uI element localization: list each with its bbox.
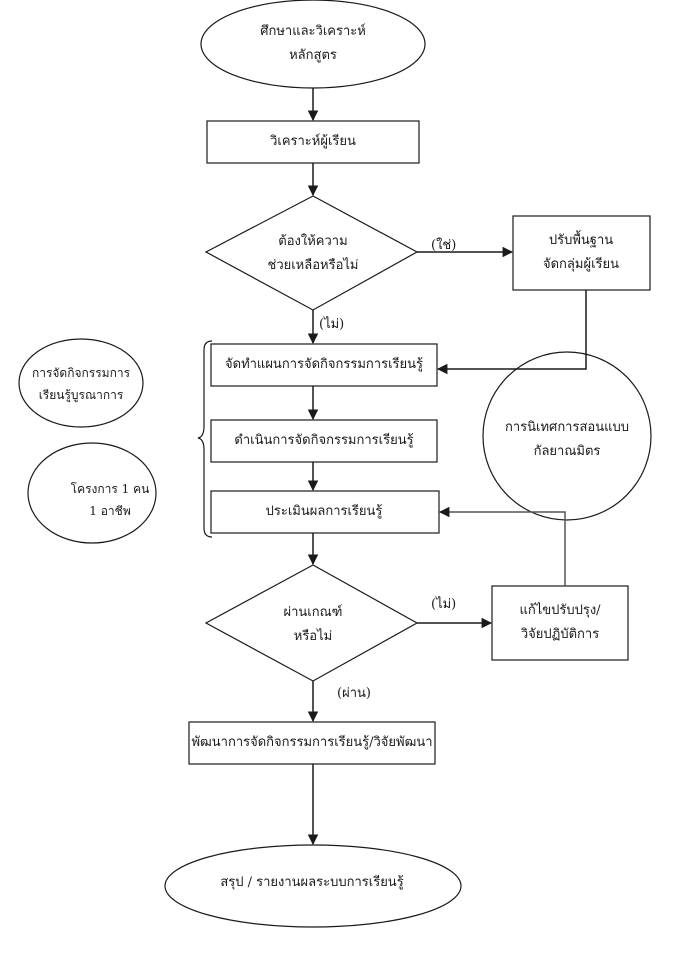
one-person-one-career-label: โครงการ 1 คน 1 อาชีพ <box>71 478 150 522</box>
end-text: สรุป / รายงานผลระบบการเรียนรู้ <box>220 875 404 890</box>
need-help-line-2: ช่วยเหลือหรือไม่ <box>267 258 359 273</box>
remedial-label: ปรับพื้นฐาน จัดกลุ่มผู้เรียน <box>543 229 619 277</box>
plan-text: จัดทำแผนการจัดกิจกรรมการเรียนรู้ <box>225 357 423 372</box>
develop-text: พัฒนาการจัดกิจกรรมการเรียนรู้/วิจัยพัฒนา <box>191 735 433 750</box>
plan-box <box>210 343 438 387</box>
implement-label: ดำเนินการจัดกิจกรรมการเรียนรู้ <box>234 429 413 453</box>
integrated-line-1: การจัดกิจกรรมการ <box>31 366 131 380</box>
remedial-line-1: ปรับพื้นฐาน <box>548 233 614 248</box>
supervision-line-1: การนิเทศการสอนแบบ <box>505 420 629 435</box>
pass-decision-label: ผ่านเกณฑ์ หรือไม่ <box>284 601 343 649</box>
analyze-learners-text: วิเคราะห์ผู้เรียน <box>270 134 356 149</box>
end-label: สรุป / รายงานผลระบบการเรียนรู้ <box>220 871 403 895</box>
analyze-learners-box <box>206 120 420 164</box>
analyze-learners-label: วิเคราะห์ผู้เรียน <box>270 130 356 154</box>
supervision-line-2: กัลยาณมิตร <box>533 444 601 459</box>
edge-label-no-help: (ไม่) <box>319 317 345 332</box>
improve-box <box>491 585 629 661</box>
remedial-box <box>512 215 651 291</box>
improve-line-2: วิจัยปฏิบัติการ <box>520 627 600 642</box>
remedial-line-2: จัดกลุ่มผู้เรียน <box>542 257 620 272</box>
implement-box <box>210 419 438 463</box>
edge-label-yes: (ใช่) <box>431 238 457 253</box>
implement-text: ดำเนินการจัดกิจกรรมการเรียนรู้ <box>234 433 414 448</box>
integrated-line-2: เรียนรู้บูรณาการ <box>38 388 124 402</box>
evaluate-text: ประเมินผลการเรียนรู้ <box>265 504 383 519</box>
one-person-line-1: โครงการ 1 คน <box>70 482 150 496</box>
pass-decision-line-1: ผ่านเกณฑ์ <box>283 605 343 620</box>
evaluate-label: ประเมินผลการเรียนรู้ <box>266 500 383 524</box>
improve-label: แก้ไขปรับปรุง/ วิจัยปฏิบัติการ <box>519 599 600 647</box>
start-label-line-1: ศึกษาและวิเคราะห์ <box>260 24 366 39</box>
develop-label: พัฒนาการจัดกิจกรรมการเรียนรู้/วิจัยพัฒนา <box>191 731 432 755</box>
start-label-line-2: หลักสูตร <box>289 48 337 63</box>
improve-line-1: แก้ไขปรับปรุง/ <box>519 603 601 618</box>
plan-label: จัดทำแผนการจัดกิจกรรมการเรียนรู้ <box>225 353 423 377</box>
evaluate-box <box>210 490 440 534</box>
edge-label-pass: (ผ่าน) <box>337 686 371 701</box>
supervision-circle <box>482 351 652 521</box>
one-person-one-career-ellipse <box>27 442 157 544</box>
pass-decision-line-2: หรือไม่ <box>293 629 333 644</box>
grouping-brace <box>197 340 213 538</box>
edge-label-fail: (ไม่) <box>431 597 457 612</box>
one-person-line-2: 1 อาชีพ <box>89 504 131 518</box>
need-help-label: ต้องให้ความ ช่วยเหลือหรือไม่ <box>268 230 359 278</box>
arrow-improve-to-evaluate <box>438 506 566 586</box>
arrow-remedial-to-plan <box>436 290 587 375</box>
integrated-label: การจัดกิจกรรมการ เรียนรู้บูรณาการ <box>32 362 130 406</box>
supervision-label: การนิเทศการสอนแบบ กัลยาณมิตร <box>505 416 629 464</box>
integrated-ellipse <box>18 338 144 428</box>
start-label: ศึกษาและวิเคราะห์ หลักสูตร <box>260 20 366 68</box>
need-help-line-1: ต้องให้ความ <box>278 234 348 249</box>
